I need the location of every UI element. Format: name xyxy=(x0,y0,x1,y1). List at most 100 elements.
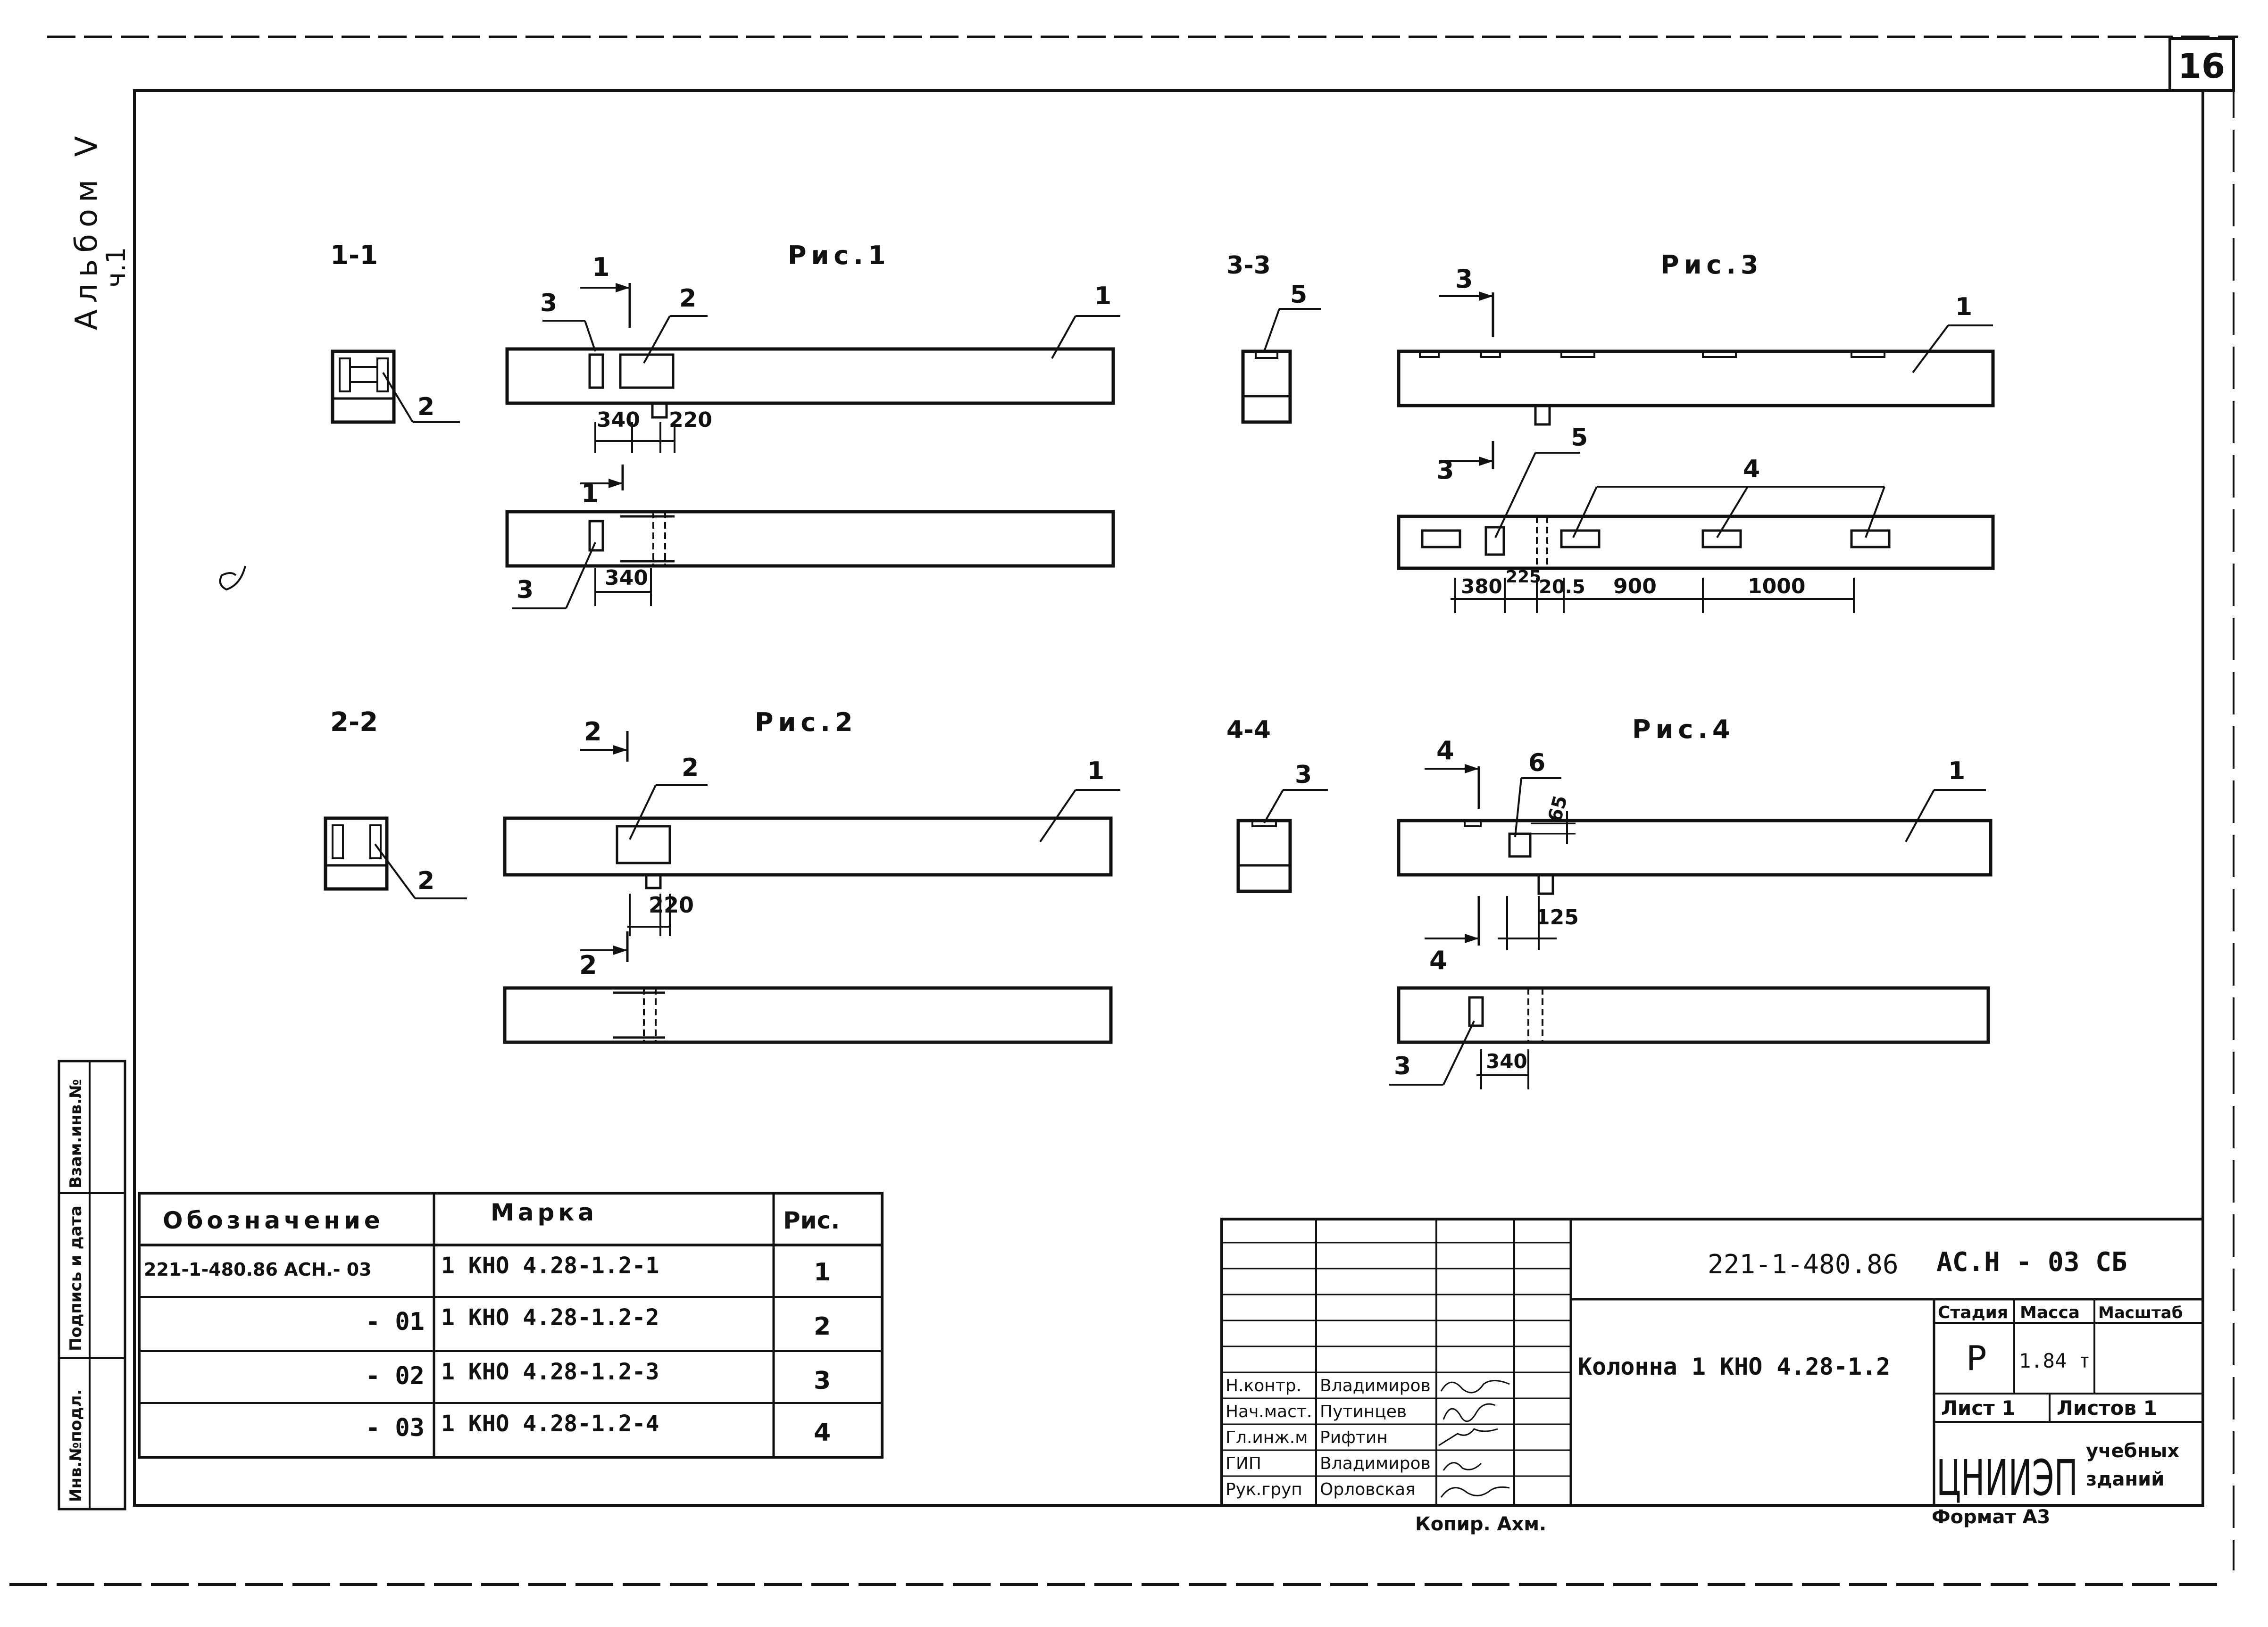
fig3-cut-top: 3 xyxy=(1455,264,1473,294)
fig3-section-view: 5 xyxy=(1241,281,1321,424)
fig1-cut-bottom: 1 xyxy=(581,479,599,508)
signature-scribble xyxy=(1443,1462,1482,1471)
figure-2: Рис.2 2-2 2 2 2 xyxy=(324,707,1120,1044)
fig3-dim-20-5: 20.5 xyxy=(1539,576,1585,598)
sig-role-4: ГИП xyxy=(1226,1454,1261,1473)
sheet-number: 16 xyxy=(2178,46,2225,86)
figure-4: Рис.4 4-4 3 4 6 xyxy=(1226,714,1993,1089)
fig1-section-label: 1-1 xyxy=(330,240,378,271)
fig1-dim-340-bottom: 340 xyxy=(605,566,648,590)
spec-row-1-mark: 1 КНО 4.28-1.2-1 xyxy=(441,1253,659,1279)
spec-row-2-designation: - 01 xyxy=(366,1308,425,1336)
sig-name-5: Орловская xyxy=(1320,1480,1416,1499)
figure-3: Рис.3 3-3 5 3 1 xyxy=(1226,250,1995,613)
mass-label: Масса xyxy=(2020,1303,2080,1322)
sig-name-3: Рифтин xyxy=(1320,1428,1388,1447)
spec-table: Обозначение Марка Рис. 221-1-480.86 АСН.… xyxy=(138,1192,884,1459)
fig3-dim-380: 380 xyxy=(1461,575,1502,598)
stamp-label-original: Инв.№подл. xyxy=(67,1389,85,1502)
signature-rows: Н.контр. Владимиров Нач.маст. Путинцев Г… xyxy=(1226,1376,1510,1499)
fig2-section-label: 2-2 xyxy=(330,707,378,738)
fig1-callout-3-bottom: 3 xyxy=(517,576,534,604)
left-stamp: Инв.№подл. Подпись и дата Взам.инв.№ xyxy=(58,1060,126,1511)
fig2-dim-220: 220 xyxy=(649,892,694,918)
table-row: 221-1-480.86 АСН.- 03 1 КНО 4.28-1.2-1 1 xyxy=(144,1253,831,1287)
copy-note: Копир. Ахм. xyxy=(1415,1513,1546,1535)
fig4-callout-6: 6 xyxy=(1528,749,1545,777)
doc-suffix: АС.Н - 03 СБ xyxy=(1936,1247,2127,1278)
fig4-title: Рис.4 xyxy=(1632,714,1735,744)
fig3-elevation-bottom: 3 5 4 380 225 20.5 900 1000 xyxy=(1397,423,1995,613)
fig2-title: Рис.2 xyxy=(755,707,858,737)
stamp-label-replace: Взам.инв.№ xyxy=(67,1079,85,1188)
org-sub-1: учебных xyxy=(2086,1440,2179,1462)
title-block: Н.контр. Владимиров Нач.маст. Путинцев Г… xyxy=(1220,1218,2204,1507)
album-marking: Альбом V ч.1 xyxy=(69,130,246,591)
fig2-elevation-top: 2 2 1 220 2 xyxy=(503,717,1120,980)
spec-row-3-designation: - 02 xyxy=(366,1362,425,1390)
fig2-section-view: 2 xyxy=(324,816,467,899)
fig3-title: Рис.3 xyxy=(1660,250,1763,280)
fig3-section-label: 3-3 xyxy=(1226,251,1271,280)
sig-role-5: Рук.груп xyxy=(1226,1480,1302,1499)
table-row: - 02 1 КНО 4.28-1.2-3 3 xyxy=(366,1359,831,1395)
spec-row-4-mark: 1 КНО 4.28-1.2-4 xyxy=(441,1411,659,1437)
fig4-dim-340: 340 xyxy=(1486,1050,1527,1073)
fig4-elevation-bottom: 3 340 xyxy=(1389,986,1990,1089)
fig2-cut-bottom: 2 xyxy=(579,950,597,980)
fig1-elevation-top: 1 3 2 1 340 220 xyxy=(505,252,1120,453)
fig3-callout-4: 4 xyxy=(1743,455,1760,483)
fig4-elevation-top: 4 6 65 1 125 4 xyxy=(1397,736,1993,975)
album-part: ч.1 xyxy=(101,247,132,288)
spec-row-2-mark: 1 КНО 4.28-1.2-2 xyxy=(441,1304,659,1331)
spec-row-3-mark: 1 КНО 4.28-1.2-3 xyxy=(441,1359,659,1385)
fig1-callout-1: 1 xyxy=(1094,282,1111,310)
fig3-dim-900: 900 xyxy=(1613,574,1657,598)
fig3-cut-bottom: 3 xyxy=(1436,455,1454,485)
fig3-callout-1: 1 xyxy=(1955,293,1972,321)
sheet-frame: 16 xyxy=(9,35,2238,1586)
fig3-dim-225: 225 xyxy=(1506,567,1541,587)
spec-row-2-fig: 2 xyxy=(814,1312,831,1341)
signature-scribble xyxy=(1440,1486,1510,1498)
signature-scribble xyxy=(1438,1428,1498,1446)
fig4-cut-bottom: 4 xyxy=(1429,946,1447,975)
sig-name-4: Владимиров xyxy=(1320,1454,1431,1473)
fig1-section-view: 2 xyxy=(331,349,460,424)
fig3-callout-5: 5 xyxy=(1571,423,1588,452)
fig4-cut-top: 4 xyxy=(1436,736,1454,765)
fig2-callout-2: 2 xyxy=(682,754,699,782)
fig1-callout-3: 3 xyxy=(540,289,557,317)
fig4-dim-125: 125 xyxy=(1535,905,1579,930)
sig-role-3: Гл.инж.м xyxy=(1226,1428,1308,1447)
doc-code: 221-1-480.86 xyxy=(1708,1249,1899,1280)
spec-header-fig: Рис. xyxy=(783,1207,840,1234)
scale-label: Масштаб xyxy=(2098,1303,2183,1322)
fig4-section-view: 3 xyxy=(1236,761,1328,893)
fig1-callout-2: 2 xyxy=(679,284,696,313)
fig4-callout-3: 3 xyxy=(1394,1052,1411,1080)
fig3-section-callout: 5 xyxy=(1290,281,1307,309)
fig1-dim-220: 220 xyxy=(669,408,712,432)
spec-row-4-designation: - 03 xyxy=(366,1414,425,1442)
signature-scribble xyxy=(1440,1380,1510,1394)
album-label: Альбом V xyxy=(69,130,104,330)
spec-row-1-designation: 221-1-480.86 АСН.- 03 xyxy=(144,1259,372,1280)
table-row: - 03 1 КНО 4.28-1.2-4 4 xyxy=(366,1411,831,1447)
mass-value: 1.84 т xyxy=(2019,1349,2091,1372)
stamp-label-signature: Подпись и дата xyxy=(67,1205,85,1351)
spec-row-4-fig: 4 xyxy=(814,1419,831,1447)
fig4-section-callout: 3 xyxy=(1295,761,1312,789)
format-note: Формат А3 xyxy=(1932,1506,2050,1528)
fig4-callout-1: 1 xyxy=(1948,757,1965,785)
figure-1: Рис.1 1-1 2 1 3 xyxy=(330,240,1120,609)
fig1-section-callout: 2 xyxy=(417,393,434,421)
fig4-section-label: 4-4 xyxy=(1226,716,1271,744)
stage-value: Р xyxy=(1966,1338,1986,1378)
sig-name-2: Путинцев xyxy=(1320,1402,1407,1421)
table-row: - 01 1 КНО 4.28-1.2-2 2 xyxy=(366,1304,831,1341)
sheets-label: Листов 1 xyxy=(2057,1396,2157,1419)
org-sub-2: зданий xyxy=(2086,1469,2164,1490)
fig1-elevation-bottom: 1 3 340 xyxy=(505,465,1115,609)
